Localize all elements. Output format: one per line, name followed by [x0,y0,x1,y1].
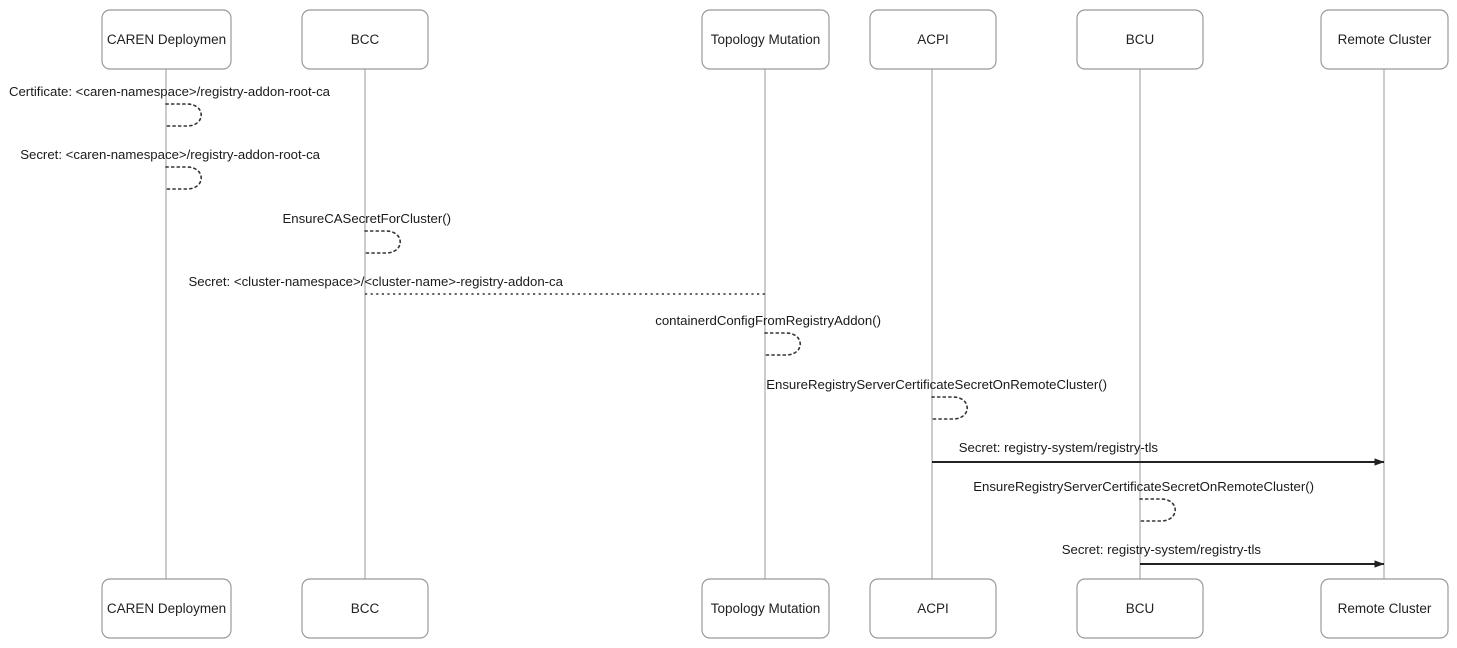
actor-box-remote[interactable] [1320,578,1449,639]
self-message-acpi-5: EnsureRegistryServerCertificateSecretOnR… [766,377,1107,420]
actor-label-remote: Remote Cluster [1338,32,1432,47]
actor-caren-header[interactable]: CAREN Deploymen [101,9,232,70]
actor-bcc-footer[interactable]: BCC [301,578,429,639]
actor-topology-footer[interactable]: Topology Mutation [701,578,830,639]
message-label: Certificate: <caren-namespace>/registry-… [9,84,331,99]
lifelines-group [165,69,1385,579]
actor-label-caren: CAREN Deploymen [107,601,226,616]
actor-box-caren[interactable] [101,9,232,70]
solid-message-acpi-to-remote-6: Secret: registry-system/registry-tls [932,440,1385,466]
self-loop-arrow [165,166,202,190]
actor-topology-header[interactable]: Topology Mutation [701,9,830,70]
actor-acpi-header[interactable]: ACPI [869,9,997,70]
actor-box-bcc[interactable] [301,9,429,70]
actor-label-remote: Remote Cluster [1338,601,1432,616]
actor-label-acpi: ACPI [917,601,949,616]
actor-label-topology: Topology Mutation [711,601,821,616]
actor-header-group: CAREN Deploymen BCC Topology Mutation ACPI B… [101,9,1449,70]
self-loop-arrow [931,396,968,420]
self-message-bcc-2: EnsureCASecretForCluster() [282,211,451,254]
self-message-caren-1: Secret: <caren-namespace>/registry-addon… [20,147,321,190]
dotted-message-bcc-to-topology-3: Secret: <cluster-namespace>/<cluster-nam… [188,274,765,295]
message-label: containerdConfigFromRegistryAddon() [655,313,881,328]
message-label: Secret: <cluster-namespace>/<cluster-nam… [188,274,563,289]
message-label: EnsureCASecretForCluster() [282,211,451,226]
actor-box-acpi[interactable] [869,578,997,639]
actor-label-topology: Topology Mutation [711,32,821,47]
actor-remote-footer[interactable]: Remote Cluster [1320,578,1449,639]
self-message-topology-4: containerdConfigFromRegistryAddon() [655,313,881,356]
actor-bcu-header[interactable]: BCU [1076,9,1204,70]
actor-footer-group: CAREN Deploymen BCC Topology Mutation ACPI B… [101,578,1449,639]
message-label: Secret: <caren-namespace>/registry-addon… [20,147,320,162]
actor-box-bcc[interactable] [301,578,429,639]
actor-acpi-footer[interactable]: ACPI [869,578,997,639]
message-label: Secret: registry-system/registry-tls [959,440,1159,455]
actor-label-caren: CAREN Deploymen [107,32,226,47]
actor-box-caren[interactable] [101,578,232,639]
actor-label-bcc: BCC [351,601,380,616]
actor-caren-footer[interactable]: CAREN Deploymen [101,578,232,639]
actor-bcc-header[interactable]: BCC [301,9,429,70]
self-loop-arrow [165,103,202,127]
self-loop-arrow [364,230,401,254]
messages-group: Certificate: <caren-namespace>/registry-… [9,84,1385,568]
actor-remote-header[interactable]: Remote Cluster [1320,9,1449,70]
actor-label-acpi: ACPI [917,32,949,47]
actor-label-bcu: BCU [1126,601,1155,616]
message-label: Secret: registry-system/registry-tls [1062,542,1262,557]
actor-box-topology[interactable] [701,578,830,639]
actor-label-bcc: BCC [351,32,380,47]
message-label: EnsureRegistryServerCertificateSecretOnR… [973,479,1314,494]
self-message-caren-0: Certificate: <caren-namespace>/registry-… [9,84,331,127]
actor-box-bcu[interactable] [1076,9,1204,70]
actor-bcu-footer[interactable]: BCU [1076,578,1204,639]
actor-box-topology[interactable] [701,9,830,70]
actor-box-acpi[interactable] [869,9,997,70]
actor-box-bcu[interactable] [1076,578,1204,639]
solid-message-bcu-to-remote-8: Secret: registry-system/registry-tls [1062,542,1385,568]
actor-label-bcu: BCU [1126,32,1155,47]
self-loop-arrow [764,332,801,356]
self-loop-arrow [1139,498,1176,522]
self-message-bcu-7: EnsureRegistryServerCertificateSecretOnR… [973,479,1314,522]
message-label: EnsureRegistryServerCertificateSecretOnR… [766,377,1107,392]
actor-box-remote[interactable] [1320,9,1449,70]
